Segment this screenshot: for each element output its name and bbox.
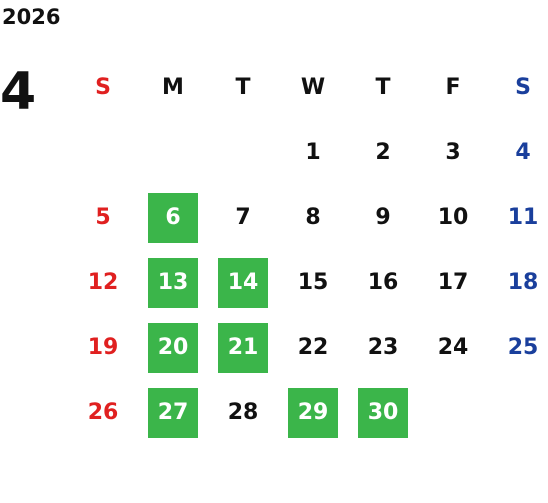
day-number: 1	[305, 140, 321, 165]
day-number: 15	[297, 270, 329, 295]
month-number: 4	[0, 62, 37, 122]
day-cell: 30	[348, 380, 418, 445]
year-label: 2026	[2, 5, 61, 29]
day-number: 7	[235, 205, 251, 230]
day-number: 22	[297, 335, 329, 360]
day-cell: 29	[278, 380, 348, 445]
day-cell: 24	[418, 315, 488, 380]
day-cell: 17	[418, 250, 488, 315]
day-cell: 20	[138, 315, 208, 380]
day-number: 4	[515, 140, 531, 165]
day-number: 17	[437, 270, 469, 295]
day-cell: 26	[68, 380, 138, 445]
day-number: 2	[375, 140, 391, 165]
highlighted-day-number: 27	[148, 387, 198, 438]
day-cell: 13	[138, 250, 208, 315]
highlighted-day-number: 13	[148, 257, 198, 308]
day-cell: 8	[278, 185, 348, 250]
day-cell: 4	[488, 120, 548, 185]
day-number: 3	[445, 140, 461, 165]
day-number: 24	[437, 335, 469, 360]
day-number: 19	[87, 335, 119, 360]
day-cell: 16	[348, 250, 418, 315]
day-cell: 10	[418, 185, 488, 250]
day-cell: 2	[348, 120, 418, 185]
weekday-header-saturday: S	[515, 75, 531, 100]
day-cell: 1	[278, 120, 348, 185]
day-cell: 19	[68, 315, 138, 380]
day-cell: 27	[138, 380, 208, 445]
empty-day-cell	[418, 380, 488, 445]
day-cell: 22	[278, 315, 348, 380]
day-number: 18	[507, 270, 539, 295]
empty-day-cell	[68, 120, 138, 185]
highlighted-day-number: 21	[218, 322, 268, 373]
day-cell: 15	[278, 250, 348, 315]
day-cell: 5	[68, 185, 138, 250]
day-number: 16	[367, 270, 399, 295]
day-cell: 23	[348, 315, 418, 380]
weekday-header-monday: M	[162, 75, 184, 100]
day-cell: 21	[208, 315, 278, 380]
weekday-header-friday: F	[445, 75, 461, 100]
highlighted-day-number: 14	[218, 257, 268, 308]
empty-day-cell	[488, 380, 548, 445]
day-number: 11	[507, 205, 539, 230]
empty-day-cell	[138, 120, 208, 185]
day-number: 5	[95, 205, 111, 230]
highlighted-day-number: 20	[148, 322, 198, 373]
day-number: 10	[437, 205, 469, 230]
day-cell: 18	[488, 250, 548, 315]
day-cell: 28	[208, 380, 278, 445]
weekday-header-thursday: T	[375, 75, 391, 100]
empty-day-cell	[208, 120, 278, 185]
day-cell: 25	[488, 315, 548, 380]
day-number: 23	[367, 335, 399, 360]
highlighted-day-number: 30	[358, 387, 408, 438]
day-number: 9	[375, 205, 391, 230]
day-cell: 3	[418, 120, 488, 185]
weekday-header-sunday: S	[95, 75, 111, 100]
day-cell: 6	[138, 185, 208, 250]
day-number: 8	[305, 205, 321, 230]
weekday-header-wednesday: W	[300, 75, 326, 100]
day-cell: 14	[208, 250, 278, 315]
highlighted-day-number: 6	[148, 192, 198, 243]
day-number: 28	[227, 400, 259, 425]
day-number: 25	[507, 335, 539, 360]
day-cell: 7	[208, 185, 278, 250]
day-cell: 11	[488, 185, 548, 250]
day-number: 26	[87, 400, 119, 425]
highlighted-day-number: 29	[288, 387, 338, 438]
weekday-header-tuesday: T	[235, 75, 251, 100]
day-cell: 12	[68, 250, 138, 315]
day-number: 12	[87, 270, 119, 295]
day-cell: 9	[348, 185, 418, 250]
